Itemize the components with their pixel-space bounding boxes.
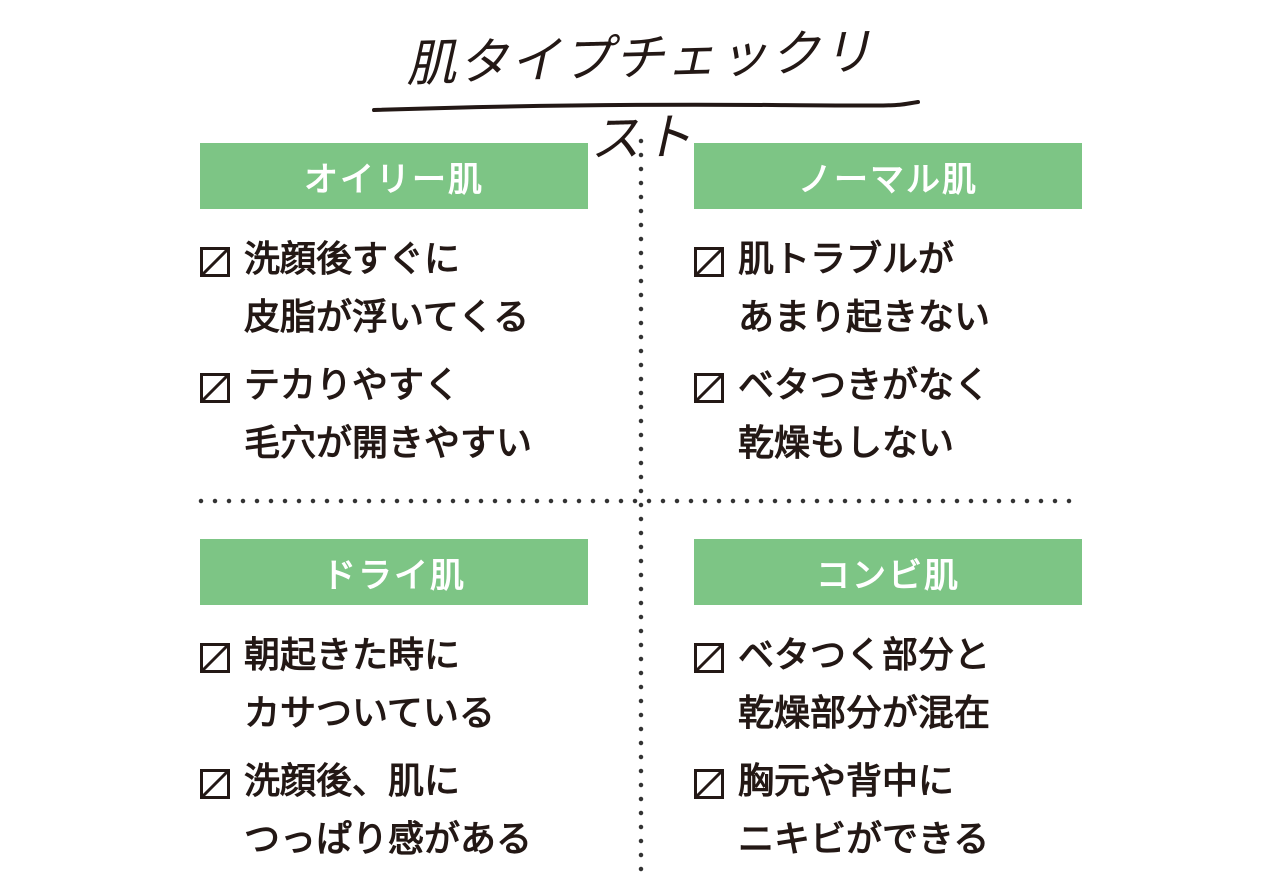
list-item: ベタつく部分と乾燥部分が混在 xyxy=(694,627,1082,743)
item-text: 肌トラブルがあまり起きない xyxy=(738,239,991,338)
panel-header: ドライ肌 xyxy=(200,539,588,605)
panel-dry: ドライ肌 朝起きた時にカサついている 洗顔後、肌につっぱり感がある xyxy=(200,539,588,879)
panel-oily: オイリー肌 洗顔後すぐに皮脂が浮いてくる テカりやすく毛穴が開きやすい xyxy=(200,143,588,483)
list-item: テカりやすく毛穴が開きやすい xyxy=(200,357,588,473)
checkbox-icon xyxy=(200,373,230,403)
list-item: 朝起きた時にカサついている xyxy=(200,627,588,743)
item-text: ベタつく部分と乾燥部分が混在 xyxy=(738,635,991,734)
list-item: 肌トラブルがあまり起きない xyxy=(694,231,1082,347)
checkbox-icon xyxy=(694,247,724,277)
vertical-dotted-divider xyxy=(638,138,644,873)
panel-header: ノーマル肌 xyxy=(694,143,1082,209)
item-text: 洗顔後すぐに皮脂が浮いてくる xyxy=(244,239,530,338)
panel-header: オイリー肌 xyxy=(200,143,588,209)
panel-header: コンビ肌 xyxy=(694,539,1082,605)
title-underline xyxy=(372,100,920,112)
item-text: 洗顔後、肌につっぱり感がある xyxy=(244,761,533,860)
checkbox-icon xyxy=(200,247,230,277)
list-item: 洗顔後すぐに皮脂が浮いてくる xyxy=(200,231,588,347)
list-item: 胸元や背中にニキビができる xyxy=(694,753,1082,869)
horizontal-dotted-divider xyxy=(198,498,1086,504)
page-title: 肌タイプチェックリスト xyxy=(405,22,875,169)
checkbox-icon xyxy=(694,643,724,673)
panel-combination: コンビ肌 ベタつく部分と乾燥部分が混在 胸元や背中にニキビができる xyxy=(694,539,1082,879)
checkbox-icon xyxy=(200,769,230,799)
item-text: 胸元や背中にニキビができる xyxy=(738,761,990,860)
checkbox-icon xyxy=(200,643,230,673)
panel-normal: ノーマル肌 肌トラブルがあまり起きない ベタつきがなく乾燥もしない xyxy=(694,143,1082,483)
item-text: ベタつきがなく乾燥もしない xyxy=(738,365,991,464)
list-item: 洗顔後、肌につっぱり感がある xyxy=(200,753,588,869)
list-item: ベタつきがなく乾燥もしない xyxy=(694,357,1082,473)
checkbox-icon xyxy=(694,373,724,403)
item-text: テカりやすく毛穴が開きやすい xyxy=(244,365,533,464)
checkbox-icon xyxy=(694,769,724,799)
item-text: 朝起きた時にカサついている xyxy=(244,635,495,734)
